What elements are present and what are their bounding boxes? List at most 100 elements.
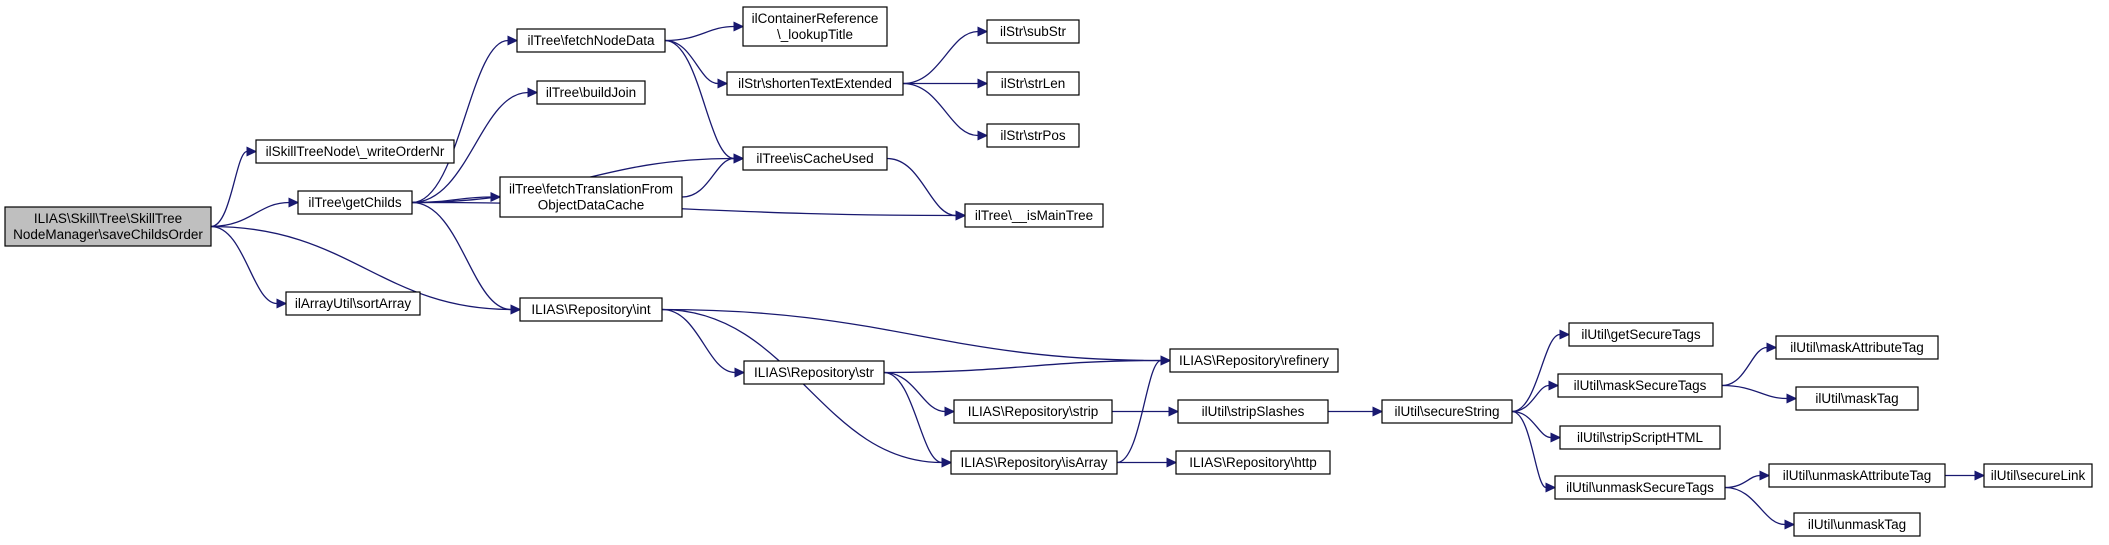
edge-repo-str-to-repo-strip: [883, 371, 956, 417]
edge-get-childs-to-fetch-node-data: [411, 35, 519, 204]
node-box: [986, 123, 1080, 148]
node-box: [964, 203, 1104, 228]
edge-unmask-attribute-tag-to-secure-link: [1944, 470, 1986, 481]
node-label: ilUtil\unmaskSecureTags: [1566, 480, 1714, 495]
node-label: ilStr\subStr: [1000, 24, 1067, 39]
node-label: ilUtil\getSecureTags: [1581, 327, 1701, 342]
node-box: [1983, 463, 2093, 488]
node-strip-slashes[interactable]: ilUtil\stripSlashes: [1177, 399, 1329, 424]
node-is-main-tree[interactable]: ilTree\__isMainTree: [964, 203, 1104, 228]
edge-fetch-translation-to-is-cache-used: [681, 153, 745, 198]
node-box: [1177, 399, 1329, 424]
arrowhead-icon: [276, 298, 288, 309]
node-root[interactable]: ILIAS\Skill\Tree\SkillTreeNodeManager\sa…: [4, 206, 212, 247]
node-label: ObjectDataCache: [538, 198, 645, 213]
node-unmask-attribute-tag[interactable]: ilUtil\unmaskAttributeTag: [1768, 463, 1946, 488]
node-str-len[interactable]: ilStr\strLen: [986, 71, 1080, 96]
node-write-order-nr[interactable]: ilSkillTreeNode\_writeOrderNr: [255, 139, 455, 164]
node-sort-array[interactable]: ilArrayUtil\sortArray: [285, 291, 421, 316]
node-mask-secure-tags[interactable]: ilUtil\maskSecureTags: [1557, 373, 1723, 398]
arrowhead-icon: [733, 21, 745, 32]
node-box: [1775, 335, 1939, 360]
arrowhead-icon: [977, 130, 989, 141]
node-label: ilContainerReference: [752, 11, 879, 26]
edge-repo-is-array-to-refinery: [1116, 355, 1172, 464]
edge-strip-slashes-to-secure-string: [1327, 406, 1384, 417]
node-repo-int[interactable]: ILIAS\Repository\int: [519, 297, 663, 322]
node-str-pos[interactable]: ilStr\strPos: [986, 123, 1080, 148]
node-fetch-node-data[interactable]: ilTree\fetchNodeData: [516, 28, 666, 53]
node-mask-tag[interactable]: ilUtil\maskTag: [1795, 386, 1919, 411]
node-label: NodeManager\saveChildsOrder: [13, 227, 203, 242]
edge-repo-int-to-refinery: [661, 308, 1172, 366]
node-repo-str[interactable]: ILIAS\Repository\str: [743, 360, 885, 385]
node-get-childs[interactable]: ilTree\getChilds: [297, 190, 413, 215]
edges: [210, 21, 1986, 530]
node-label: ilTree\buildJoin: [546, 85, 636, 100]
edge-secure-string-to-strip-script-html: [1511, 410, 1562, 443]
node-refinery[interactable]: ILIAS\Repository\refinery: [1169, 348, 1339, 373]
node-label: ilTree\isCacheUsed: [756, 151, 873, 166]
arrowhead-icon: [507, 35, 519, 46]
nodes: ILIAS\Skill\Tree\SkillTreeNodeManager\sa…: [4, 6, 2093, 537]
node-repo-is-array[interactable]: ILIAS\Repository\isArray: [950, 450, 1118, 475]
edge-shorten-text-to-str-len: [903, 78, 989, 89]
arrowhead-icon: [1545, 482, 1557, 493]
node-box: [1559, 425, 1721, 450]
arrowhead-icon: [977, 26, 989, 37]
node-box: [297, 190, 413, 215]
arrowhead-icon: [1759, 470, 1771, 481]
node-fetch-translation[interactable]: ilTree\fetchTranslationFromObjectDataCac…: [499, 176, 683, 218]
arrowhead-icon: [1784, 519, 1796, 530]
node-box: [1793, 512, 1921, 537]
node-label: ilArrayUtil\sortArray: [295, 296, 412, 311]
arrowhead-icon: [977, 78, 989, 89]
edge-repo-str-to-refinery: [883, 355, 1172, 374]
node-label: ILIAS\Repository\refinery: [1179, 353, 1329, 368]
node-repo-strip[interactable]: ILIAS\Repository\strip: [953, 399, 1113, 424]
node-label: ilUtil\maskTag: [1815, 391, 1898, 406]
edge-shorten-text-to-str-pos: [902, 82, 989, 141]
node-secure-string[interactable]: ilUtil\secureString: [1381, 399, 1513, 424]
edge-is-cache-used-to-is-main-tree: [886, 157, 967, 221]
node-box: [516, 28, 666, 53]
node-label: ilSkillTreeNode\_writeOrderNr: [266, 144, 445, 159]
node-lookup-title[interactable]: ilContainerReference\_lookupTitle: [742, 6, 888, 47]
node-box: [950, 450, 1118, 475]
node-label: ILIAS\Repository\int: [531, 302, 651, 317]
node-build-join[interactable]: ilTree\buildJoin: [536, 80, 646, 105]
arrowhead-icon: [527, 87, 539, 98]
node-http[interactable]: ILIAS\Repository\http: [1175, 450, 1331, 475]
node-box: [1175, 450, 1331, 475]
node-unmask-secure-tags[interactable]: ilUtil\unmaskSecureTags: [1554, 475, 1726, 500]
node-is-cache-used[interactable]: ilTree\isCacheUsed: [742, 146, 888, 171]
edge-get-childs-to-is-main-tree: [411, 201, 967, 221]
node-box: [743, 360, 885, 385]
node-label: ILIAS\Repository\http: [1189, 455, 1317, 470]
arrowhead-icon: [955, 210, 967, 221]
node-label: ILIAS\Repository\isArray: [960, 455, 1107, 470]
node-label: ilUtil\stripScriptHTML: [1577, 430, 1704, 445]
node-sub-str[interactable]: ilStr\subStr: [986, 19, 1080, 44]
edge-root-to-write-order-nr: [210, 146, 258, 228]
edge-get-childs-to-repo-int: [411, 201, 522, 315]
node-box: [1795, 386, 1919, 411]
node-secure-link[interactable]: ilUtil\secureLink: [1983, 463, 2093, 488]
node-label: ilStr\strLen: [1001, 76, 1066, 91]
edge-repo-str-to-repo-is-array: [883, 371, 953, 468]
node-get-secure-tags[interactable]: ilUtil\getSecureTags: [1568, 322, 1714, 347]
edge-fetch-node-data-to-shorten-text: [664, 39, 729, 89]
node-label: ilUtil\maskSecureTags: [1574, 378, 1707, 393]
edge-repo-int-to-repo-str: [661, 308, 746, 378]
node-shorten-text[interactable]: ilStr\shortenTextExtended: [726, 71, 904, 96]
node-mask-attribute-tag[interactable]: ilUtil\maskAttributeTag: [1775, 335, 1939, 360]
node-box: [1568, 322, 1714, 347]
arrowhead-icon: [1160, 355, 1172, 366]
node-label: ILIAS\Skill\Tree\SkillTree: [34, 211, 182, 226]
node-box: [986, 71, 1080, 96]
node-unmask-tag[interactable]: ilUtil\unmaskTag: [1793, 512, 1921, 537]
node-box: [742, 6, 888, 47]
node-strip-script-html[interactable]: ilUtil\stripScriptHTML: [1559, 425, 1721, 450]
edge-shorten-text-to-sub-str: [902, 26, 989, 85]
